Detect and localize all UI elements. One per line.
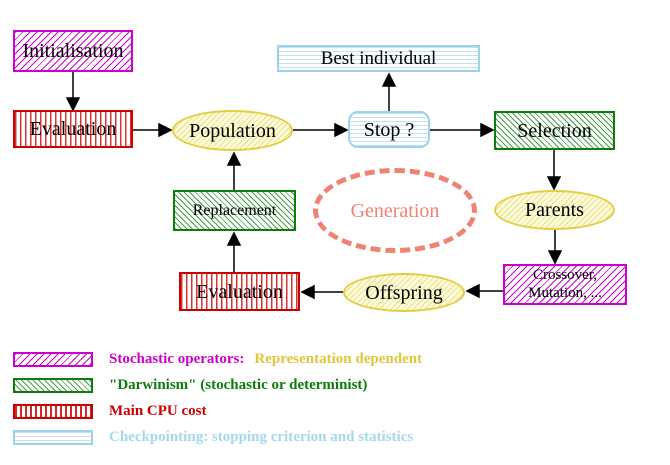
generation-label: Generation	[350, 199, 440, 222]
node-replacement: Replacement	[173, 190, 296, 231]
node-crossover-label-line1: Crossover,	[533, 267, 597, 284]
legend-row-stochastic-operators: Stochastic operators: Representation dep…	[13, 350, 422, 368]
node-population-label: Population	[189, 119, 276, 142]
node-parents: Parents	[494, 190, 615, 230]
node-initialisation-label: Initialisation	[22, 40, 124, 62]
legend-text-darwinism: "Darwinism" (stochastic or determinist)	[109, 376, 368, 393]
arrow-stop-to-selection	[430, 122, 495, 138]
node-replacement-label: Replacement	[192, 201, 277, 219]
arrow-selection-to-parents	[546, 150, 562, 191]
arrow-replacement-to-population	[226, 151, 242, 190]
arrow-evaluation-to-replacement	[226, 231, 242, 272]
node-evaluation-top: Evaluation	[13, 110, 133, 148]
node-crossover-mutation: Crossover, Mutation, ...	[503, 264, 627, 305]
node-evaluation-bottom-label: Evaluation	[196, 280, 283, 303]
legend-row-darwinism: "Darwinism" (stochastic or determinist)	[13, 376, 367, 394]
legend-swatch-cyan-stripes	[13, 429, 93, 445]
legend-text-main-cpu-cost: Main CPU cost	[109, 402, 207, 419]
legend-row-main-cpu-cost: Main CPU cost	[13, 402, 207, 420]
node-stop: Stop ?	[348, 111, 430, 148]
node-stop-label: Stop ?	[363, 118, 415, 141]
arrow-offspring-to-evaluation	[300, 284, 343, 300]
legend-swatch-green-hatch	[13, 377, 93, 393]
legend-swatch-magenta-hatch	[13, 351, 93, 367]
arrow-stop-to-best-individual	[381, 72, 397, 111]
arrow-evaluation-to-population	[133, 122, 173, 138]
legend-swatch-red-stripes	[13, 403, 93, 419]
arrow-initialisation-to-evaluation	[65, 72, 81, 112]
node-crossover-label-line2: Mutation, ...	[528, 284, 602, 301]
arrow-population-to-stop	[293, 122, 349, 138]
legend-row-checkpointing: Checkpointing: stopping criterion and st…	[13, 428, 413, 446]
node-best-individual: Best individual	[277, 45, 480, 72]
node-population: Population	[172, 110, 293, 151]
node-offspring: Offspring	[343, 273, 465, 312]
node-offspring-label: Offspring	[365, 281, 443, 304]
node-evaluation-top-label: Evaluation	[29, 118, 117, 140]
node-parents-label: Parents	[525, 199, 584, 221]
node-selection-label: Selection	[517, 119, 592, 142]
legend-text-stochastic-operators: Stochastic operators:	[109, 350, 245, 367]
legend-text-representation-dependent: Representation dependent	[254, 350, 423, 367]
generation-loop-ellipse: Generation	[313, 168, 477, 253]
node-best-individual-label: Best individual	[320, 48, 437, 69]
arrow-crossover-to-offspring	[465, 283, 503, 299]
arrow-parents-to-crossover	[547, 230, 563, 265]
node-selection: Selection	[494, 111, 615, 150]
node-initialisation: Initialisation	[13, 30, 133, 72]
legend-text-checkpointing: Checkpointing: stopping criterion and st…	[109, 428, 414, 445]
node-evaluation-bottom: Evaluation	[179, 272, 300, 311]
